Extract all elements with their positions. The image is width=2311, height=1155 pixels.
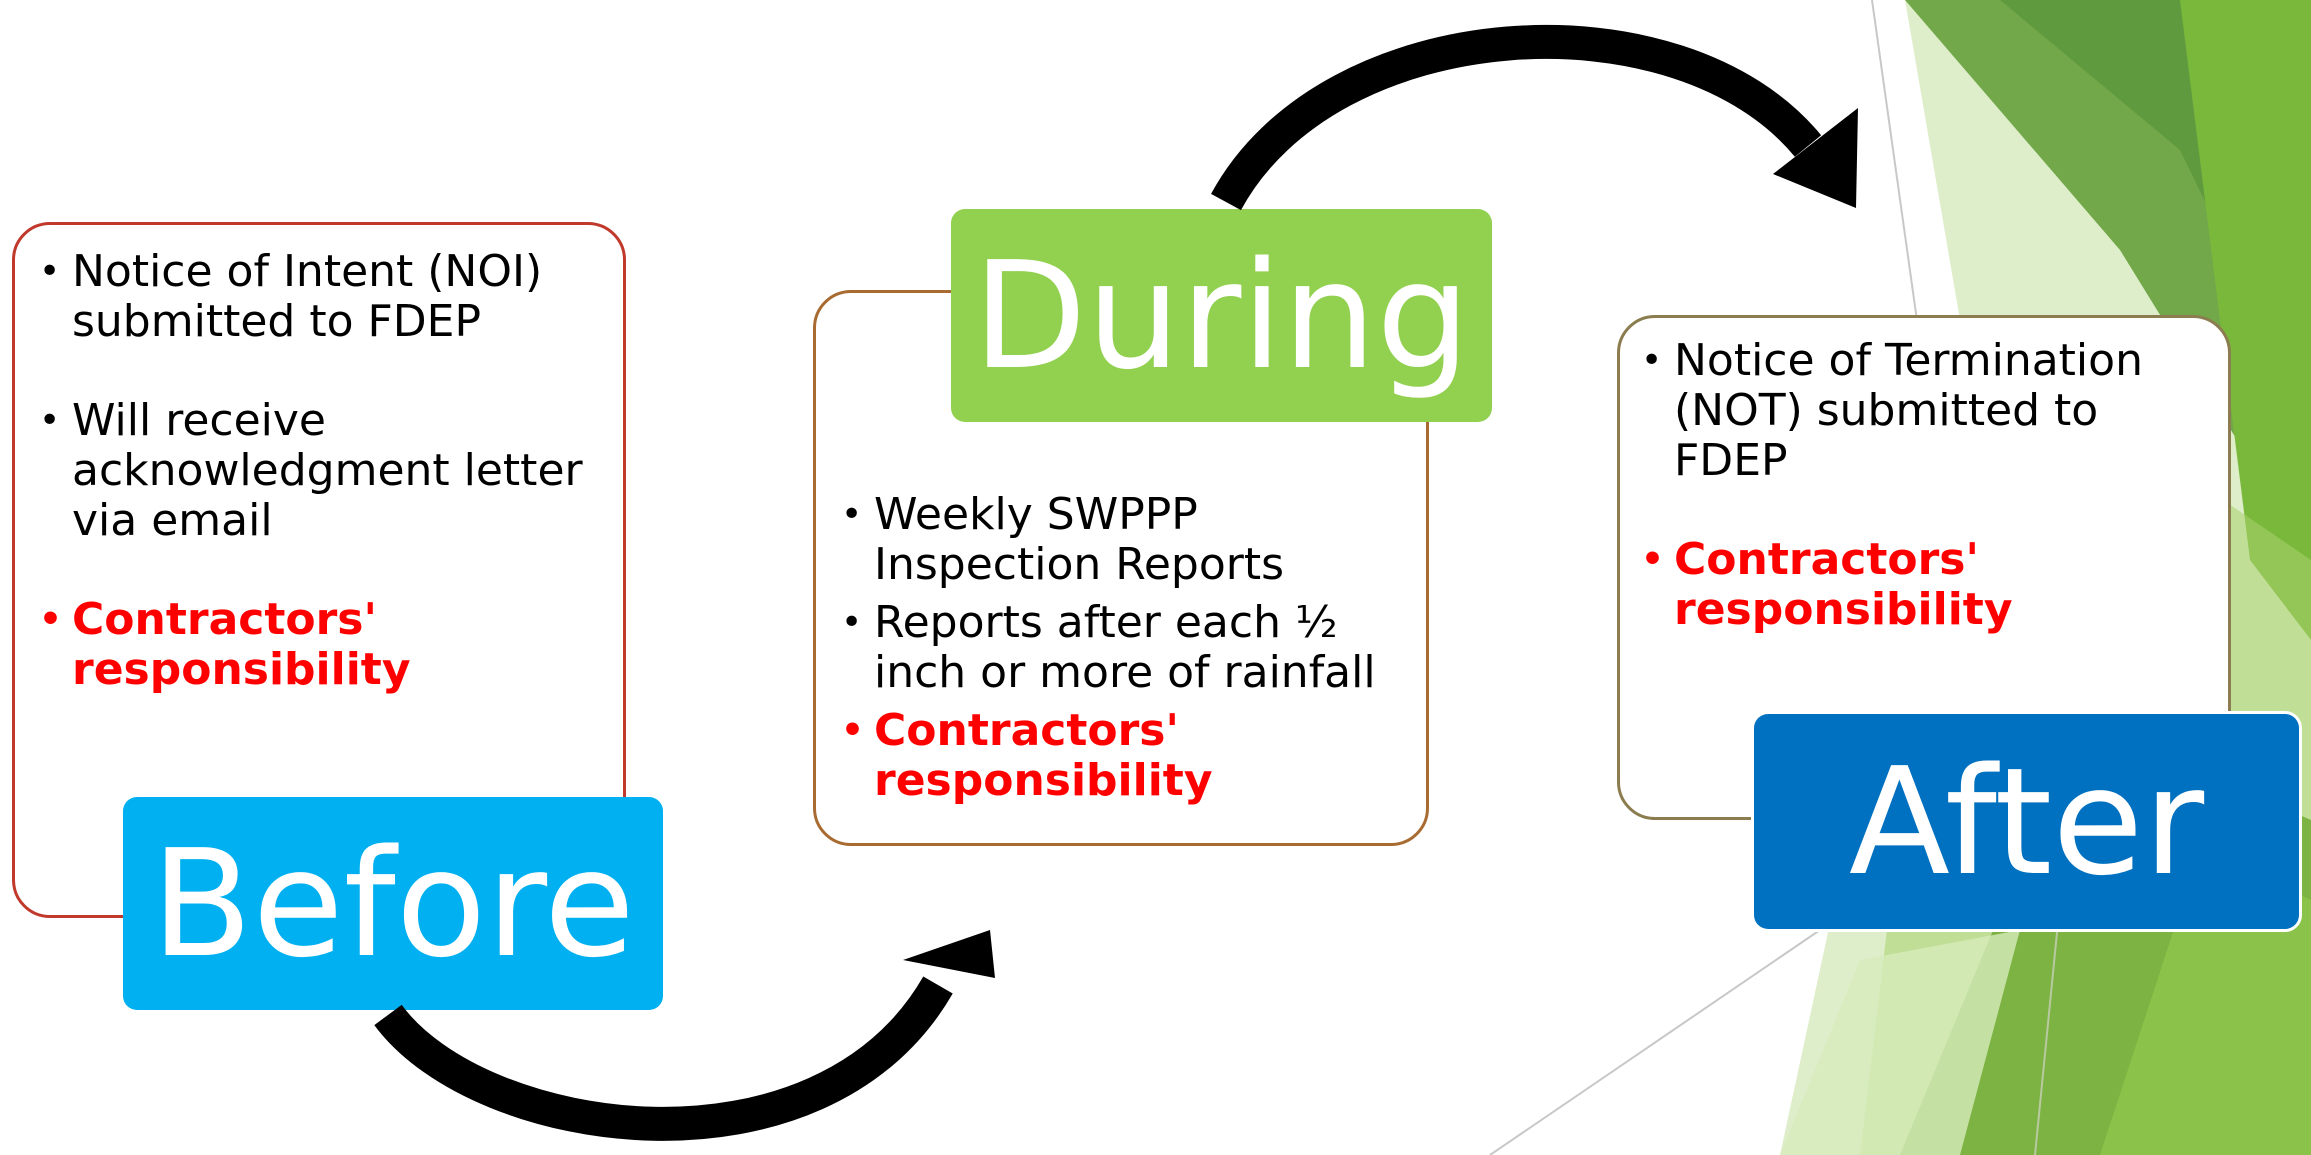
before-item-noi: Notice of Intent (NOI) submitted to FDEP bbox=[39, 247, 609, 347]
before-item-acknowledgment: Will receive acknowledgment letter via e… bbox=[39, 396, 609, 546]
after-item-responsibility: Contractors' responsibility bbox=[1641, 535, 2211, 635]
during-item-weekly-reports: Weekly SWPPP Inspection Reports bbox=[841, 490, 1411, 590]
during-list: Weekly SWPPP Inspection Reports Reports … bbox=[841, 490, 1411, 806]
before-label: Before bbox=[123, 797, 663, 1010]
after-label: After bbox=[1754, 714, 2299, 929]
after-list: Notice of Termination (NOT) submitted to… bbox=[1641, 336, 2211, 635]
during-item-responsibility: Contractors' responsibility bbox=[841, 706, 1411, 806]
before-list: Notice of Intent (NOI) submitted to FDEP… bbox=[39, 247, 609, 695]
during-label: During bbox=[951, 209, 1492, 422]
during-item-rainfall-reports: Reports after each ½ inch or more of rai… bbox=[841, 598, 1411, 698]
after-item-not: Notice of Termination (NOT) submitted to… bbox=[1641, 336, 2211, 486]
before-item-responsibility: Contractors' responsibility bbox=[39, 595, 609, 695]
